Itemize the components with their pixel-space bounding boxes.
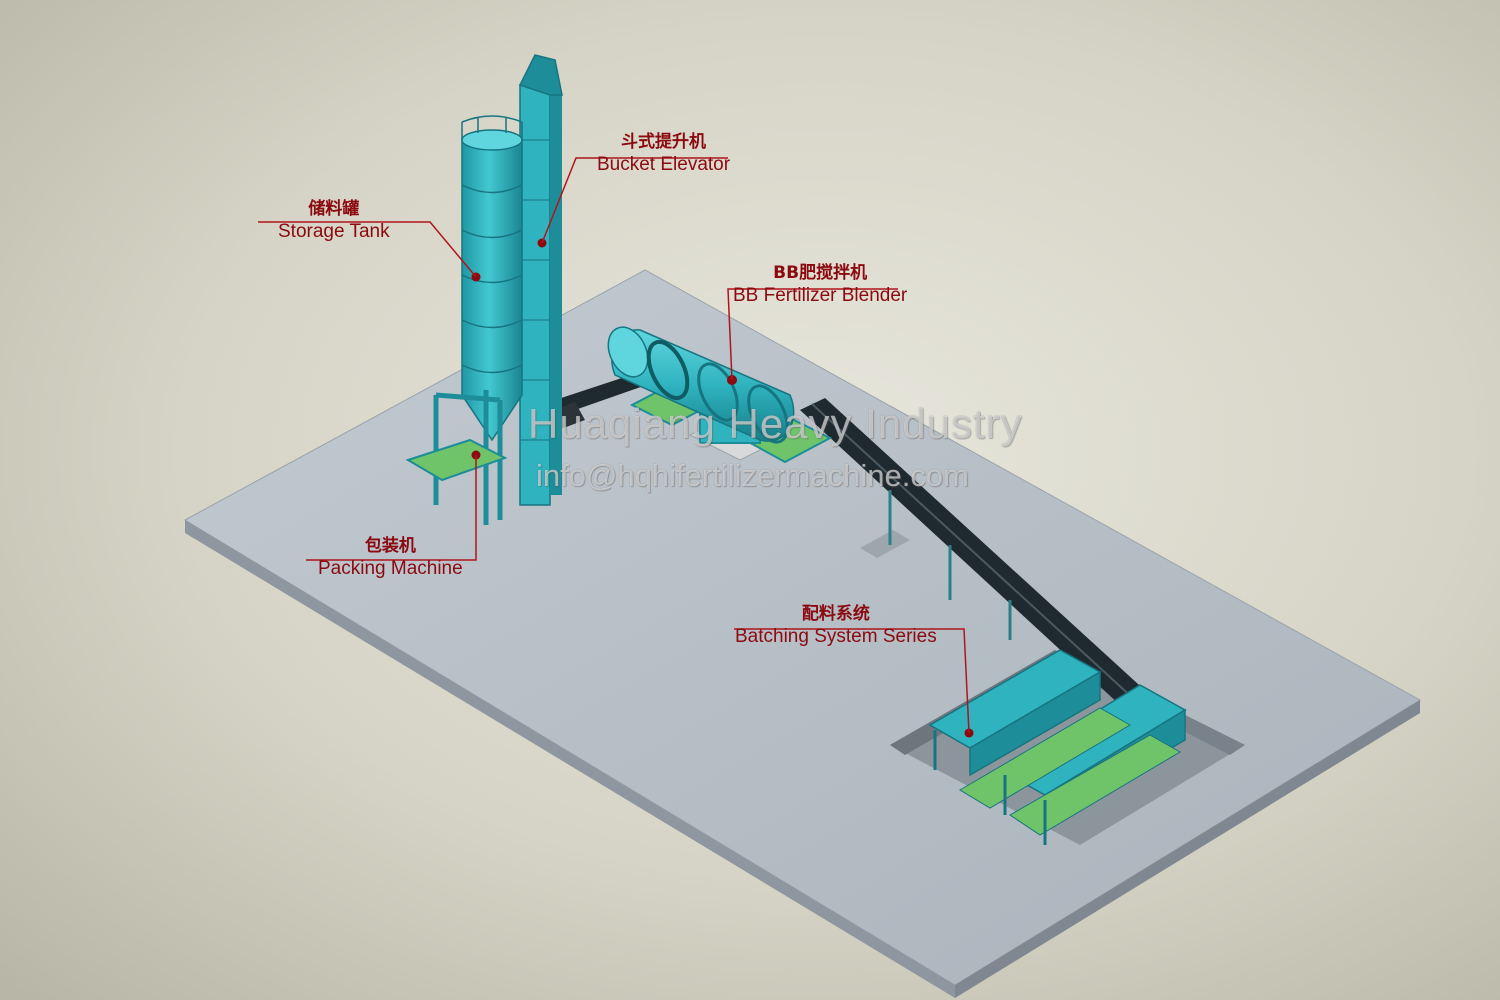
callout-batching-system: 配料系统 Batching System Series <box>735 603 937 649</box>
callout-packing-machine: 包装机 Packing Machine <box>318 535 463 581</box>
storage-tank-label-en: Storage Tank <box>278 221 390 242</box>
leader-lines <box>258 157 970 734</box>
callout-storage-tank: 储料罐 Storage Tank <box>278 198 390 244</box>
bb-fertilizer-blender <box>607 326 795 444</box>
packing-machine-label-en: Packing Machine <box>318 558 463 579</box>
callout-bb-blender: BB肥搅拌机 BB Fertilizer Blender <box>733 262 907 308</box>
watermark-email: info@hqhifertilizermachine.com <box>536 458 969 493</box>
watermark-company: Huaqiang Heavy Industry <box>528 400 1023 447</box>
bucket-elevator-label-en: Bucket Elevator <box>597 154 731 175</box>
bucket-elevator-label-zh: 斗式提升机 <box>621 132 707 152</box>
batching-system-label-zh: 配料系统 <box>801 604 870 624</box>
batching-system-label-en: Batching System Series <box>735 626 937 647</box>
bb-blender-label-zh: BB肥搅拌机 <box>773 263 868 283</box>
bb-blender-label-en: BB Fertilizer Blender <box>733 285 908 306</box>
bucket-elevator <box>518 54 563 506</box>
main-belt-conveyor <box>800 398 1150 705</box>
packing-machine <box>405 390 508 525</box>
storage-tank <box>461 115 523 442</box>
packing-machine-label-zh: 包装机 <box>364 536 416 556</box>
callout-bucket-elevator: 斗式提升机 Bucket Elevator <box>597 131 730 177</box>
storage-tank-label-zh: 储料罐 <box>308 199 360 219</box>
batching-system <box>928 649 1187 845</box>
